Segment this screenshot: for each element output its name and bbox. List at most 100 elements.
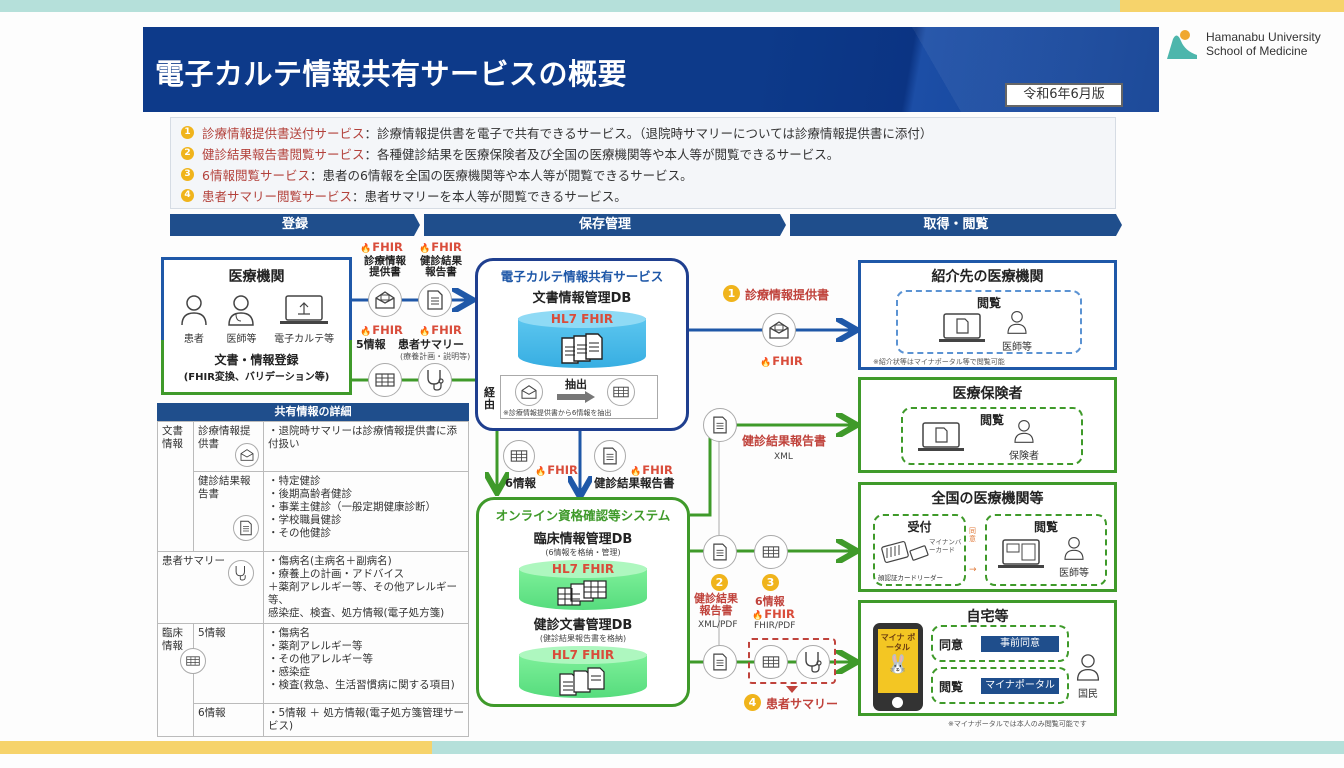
register-title: 文書・情報登録 xyxy=(214,353,299,367)
service-3-badge: 3 xyxy=(762,574,779,591)
table-grid-icon xyxy=(375,373,395,387)
document-icon xyxy=(427,290,443,310)
table-row: 6情報 ・5情報 ＋ 処方情報(電子処方箋管理サービス) xyxy=(158,703,469,737)
table-grid-icon xyxy=(613,386,629,398)
nationwide-doctor-figure: 医師等 xyxy=(1059,536,1089,579)
document-icon xyxy=(603,447,617,465)
checkup-nationwide-node xyxy=(703,535,737,569)
table-detail-item: ・事業主健診（一般定期健康診断） xyxy=(268,501,436,513)
insurer-view-area: 閲覧 保険者 xyxy=(901,407,1083,465)
table-cell-detail: ・退院時サマリーは診療情報提供書に添付扱い xyxy=(263,421,469,472)
patient-figure: 患者 xyxy=(179,294,209,345)
table-cell-detail: ・傷病名 ・薬剤アレルギー等 ・その他アレルギー等 ・感染症 ・検査(救急、生活… xyxy=(263,623,469,704)
service-item: 1 診療情報提供書送付サービス ：診療情報提供書を電子で共有できるサービス。（退… xyxy=(181,122,1105,143)
checkup-report-mid-node xyxy=(594,440,626,472)
checkup-home-label: 健診結果 報告書 xyxy=(694,592,738,617)
table-cell-category-text: 患者サマリー xyxy=(162,555,225,567)
checkup-report-mid-label: 健診結果報告書 xyxy=(594,476,675,490)
service-number-badge: 3 xyxy=(181,168,194,181)
via-label: 経由 xyxy=(484,386,495,411)
table-detail-item: ・5情報 ＋ 処方情報(電子処方箋管理サービス) xyxy=(268,707,464,732)
register-subtitle: (FHIR変換、バリデーション等) xyxy=(183,372,330,383)
phase-storage: 保存管理 xyxy=(424,214,786,236)
referral-letter-label: 診療情報 提供書 xyxy=(364,255,406,278)
table-detail-item: ・その他健診 xyxy=(268,527,331,539)
service-number-badge: 2 xyxy=(181,147,194,160)
patient-summary-group xyxy=(748,638,836,684)
service-description: ：各種健診結果を医療保険者及び全国の医療機関等や本人等が閲覧できるサービス。 xyxy=(364,147,840,162)
service-number-badge: 1 xyxy=(181,126,194,139)
title-banner: 電子カルテ情報共有サービスの概要 令和6年6月版 xyxy=(143,27,1159,112)
patient-icon xyxy=(181,295,207,326)
referral-institution-title: 紹介先の医療機関 xyxy=(931,269,1044,285)
top-accent-bar-yellow xyxy=(1120,0,1344,12)
myna-portal-button[interactable]: マイナポータル xyxy=(981,678,1059,694)
patient-summary-node xyxy=(418,363,452,397)
home-panel: 自宅等 マイナ ポータル 🐰 同意 事前同意 閲覧 マイナポータル 国民 xyxy=(858,600,1117,716)
extract-box: 抽出 ※診療情報提供書から6情報を抽出 xyxy=(500,375,658,419)
five-info-node xyxy=(368,363,402,397)
table-detail-item: ・特定健診 xyxy=(268,475,321,487)
table-detail-item: ・退院時サマリーは診療情報提供書に添付扱い xyxy=(268,425,457,450)
extract-source-node xyxy=(515,378,543,406)
doctor-icon xyxy=(1007,310,1027,334)
document-db-cylinder: HL7 FHIR xyxy=(518,310,646,368)
table-cell-category: 文書 情報 xyxy=(157,421,194,552)
checkup-report-label: 健診結果 報告書 xyxy=(420,255,462,278)
table-grid-icon xyxy=(762,656,780,668)
insurer-person-figure: 保険者 xyxy=(1009,419,1039,462)
service-description: ：患者サマリーを本人等が閲覧できるサービス。 xyxy=(352,189,627,204)
stethoscope-icon xyxy=(427,370,444,391)
checkup-insurer-label: 健診結果報告書 xyxy=(742,434,827,448)
documents-stack-icon xyxy=(561,333,603,364)
document-icon xyxy=(713,653,727,671)
doctor-figure: 医師等 xyxy=(226,294,256,345)
six-info-home-format: FHIR/PDF xyxy=(754,621,796,631)
referral-doctor-figure: 医師等 xyxy=(1002,310,1032,353)
insurer-view-label: 閲覧 xyxy=(979,413,1004,427)
university-name-line1: Hamanabu University xyxy=(1206,30,1321,44)
clinical-db-cylinder: HL7 FHIR xyxy=(519,560,647,610)
extract-note: ※診療情報提供書から6情報を抽出 xyxy=(503,409,612,417)
phase-register: 登録 xyxy=(170,214,420,236)
service-item: 2 健診結果報告書閲覧サービス ：各種健診結果を医療保険者及び全国の医療機関等や… xyxy=(181,143,1105,164)
clinical-db-subtitle: (6情報を格納・管理) xyxy=(545,548,621,557)
prior-consent-button[interactable]: 事前同意 xyxy=(981,636,1059,652)
smartphone-icon: マイナ ポータル 🐰 xyxy=(873,623,923,711)
service-2-badge: 2 xyxy=(711,574,728,591)
table-cell-subcategory: 健診結果報告書 xyxy=(193,471,264,552)
citizen-figure: 国民 xyxy=(1075,653,1101,700)
table-cell-detail: ・5情報 ＋ 処方情報(電子処方箋管理サービス) xyxy=(263,703,469,737)
checkup-db-cylinder: HL7 FHIR xyxy=(519,646,647,698)
checkup-db-title: 健診文書管理DB xyxy=(533,618,633,633)
document-icon xyxy=(233,515,259,541)
table-row: 文書 情報 診療情報提供書 ・退院時サマリーは診療情報提供書に添付扱い xyxy=(157,421,469,552)
extract-label: 抽出 xyxy=(565,378,587,391)
service-number-badge: 4 xyxy=(181,189,194,202)
referral-letter-flow-label: 診療情報提供書 xyxy=(745,288,830,302)
envelope-icon xyxy=(521,385,537,399)
top-accent-bar-teal xyxy=(0,0,1120,12)
table-row: 臨床情報 5情報 ・傷病名 ・薬剤アレルギー等 ・その他アレルギー等 ・感染症 … xyxy=(157,623,469,737)
clinical-db-title: 臨床情報管理DB xyxy=(533,532,633,547)
referral-letter-out-node xyxy=(762,313,796,347)
fhir-label: FHIR xyxy=(760,354,803,368)
service-item: 4 患者サマリー閲覧サービス ：患者サマリーを本人等が閲覧できるサービス。 xyxy=(181,185,1105,206)
table-detail-item: ・検査(救急、生活習慣病に関する項目) xyxy=(268,679,455,691)
doctor-label: 医師等 xyxy=(226,334,257,345)
checkup-to-insurer-node xyxy=(703,408,737,442)
university-name: Hamanabu University School of Medicine xyxy=(1206,30,1321,58)
patient-summary-flow-label: 患者サマリー xyxy=(766,697,839,711)
table-cell-category: 臨床情報 xyxy=(157,623,206,737)
laptop-upload-icon xyxy=(280,295,329,324)
table-detail-item: ・後期高齢者健診 xyxy=(268,488,352,500)
table-detail-item: ・傷病名(主病名＋副病名) xyxy=(268,555,392,567)
doctor-icon xyxy=(228,295,255,326)
fhir-label: FHIR xyxy=(535,463,578,477)
date-badge: 令和6年6月版 xyxy=(1005,83,1123,107)
mascot-icon: 🐰 xyxy=(886,654,910,675)
six-info-home-node xyxy=(754,645,788,679)
fhir-label: FHIR xyxy=(419,323,462,337)
patient-label: 患者 xyxy=(183,334,204,345)
five-info-label: 5情報 xyxy=(356,338,386,351)
